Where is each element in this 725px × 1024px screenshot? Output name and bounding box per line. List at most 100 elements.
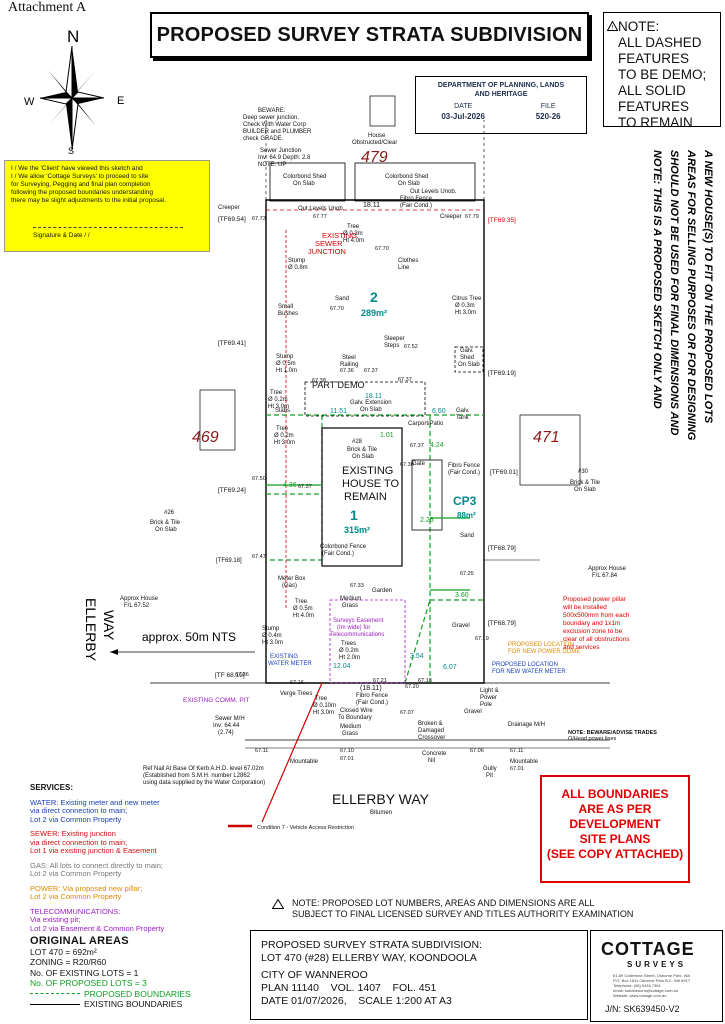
plan-annotation: (Established from S.M.H. number L2862 (143, 773, 251, 779)
plan-annotation: Fibro Fence (448, 463, 481, 469)
note-line: ALL DASHED (618, 35, 702, 50)
dept-title: AND HERITAGE (474, 91, 528, 98)
plan-annotation: Bushes (278, 311, 298, 317)
dept-file: 520-26 (535, 112, 561, 121)
note-line: ALL SOLID (618, 83, 686, 98)
plan-annotation: Meter Box (278, 576, 305, 582)
plan-annotation: 67.07 (400, 710, 414, 716)
plan-annotation: Crossover (418, 735, 445, 741)
existing-water-meter: EXISTING (270, 654, 298, 660)
dimension-arrows (266, 484, 470, 591)
original-areas: ORIGINAL AREAS LOT 470 = 692m² ZONING = … (30, 936, 191, 1010)
dept-date-label: DATE (454, 103, 473, 110)
plan-annotation: Sewer Junction (260, 148, 301, 154)
plan-annotation: 67.52 (404, 344, 418, 350)
plan-annotation: Tank (456, 415, 470, 421)
plan-annotation: [TF68.79] (488, 545, 516, 552)
plan-annotation: Trees (341, 641, 356, 647)
plan-annotation: On Slab (398, 181, 420, 187)
surveys-easement-label: Surveys Easement (333, 618, 384, 624)
plan-annotation: BUILDER and PLUMBER (243, 129, 312, 135)
plan-annotation: Sand (335, 296, 349, 302)
plan-annotation: WATER METER (268, 661, 312, 667)
part-demo-label: PART DEMO (312, 380, 365, 390)
company-address: 61-89 Cutlerman Street, Osborne Park, WA… (613, 973, 691, 998)
plan-annotation: [TF69.35] (488, 217, 516, 224)
plan-annotation: #26 (164, 510, 175, 516)
plan-annotation: NOTE: UP (258, 162, 286, 168)
plan-annotation: Fibro Fence (356, 693, 389, 699)
lot-1-area: 315m² (344, 525, 370, 535)
legend-existing: EXISTING BOUNDARIES (84, 999, 183, 1009)
folio: FOL. 451 (392, 982, 437, 994)
signature-date-field[interactable]: Signature & Date / / (33, 232, 90, 239)
plan-annotation: (Fair Cond.) (400, 203, 432, 209)
part-demo-area (304, 381, 426, 417)
plan-annotation: 67.37 (298, 484, 312, 490)
plan-annotation: House (368, 133, 386, 139)
plan-annotation: SEWER (315, 239, 343, 248)
plan-annotation: O/Head power lines (568, 736, 617, 742)
legend-proposed: PROPOSED BOUNDARIES (84, 988, 191, 999)
plan-annotation: 67.16 (290, 680, 304, 686)
plan-annotation: [TF68.79] (488, 620, 516, 627)
plan-annotation: Tree (347, 224, 360, 230)
plan-annotation: Railing (340, 362, 358, 368)
plan-annotation: Ht 3.0m (313, 710, 334, 716)
plan-annotation: 12.04 (333, 663, 351, 670)
plan-annotation: FOR NEW WATER METER (492, 669, 566, 675)
plan-annotation: Ø 0.2m (268, 397, 288, 403)
plan-annotation: Broken & (418, 721, 443, 727)
plan-annotation: 67.79 (465, 214, 479, 220)
plan-annotation: 67.70 (330, 306, 344, 312)
plan-annotation: Gravel (464, 709, 482, 715)
existing-lots-count: No. OF EXISTING LOTS = 1 (30, 967, 139, 978)
plan-annotation: Check With Water Corp (243, 122, 306, 128)
service-gas: GAS: All lots to connect directly to mai… (30, 860, 163, 878)
plan-annotation: On Slab (293, 181, 315, 187)
lot-2-number: 2 (370, 289, 378, 305)
services-title: SERVICES: (30, 783, 73, 792)
plan-annotation: Medium (340, 724, 361, 730)
plan-annotation: 4.24 (430, 442, 444, 449)
services-list: SERVICES: WATER: Existing meter and new … (30, 783, 230, 939)
existing-house-outline (321, 427, 403, 567)
plan-annotation: Ø 0.3m (455, 303, 475, 309)
note-line: TO REMAIN (618, 115, 693, 130)
title-block-line: PROPOSED SURVEY STRATA SUBDIVISION: (261, 939, 482, 951)
plan-annotation: Verge Trees (280, 691, 312, 697)
council: CITY OF WANNEROO (261, 969, 368, 981)
plan-annotation: (Fair Cond.) (448, 470, 480, 476)
plan-annotation: Tree (295, 599, 308, 605)
plan-annotation: [TF69.19] (488, 370, 516, 377)
plan-annotation: Stump (262, 626, 280, 632)
plan-annotation: 3.54 (410, 653, 424, 660)
plan-annotation: 6.07 (443, 664, 457, 671)
plan-annotation: On Slab (352, 454, 374, 460)
client-approval-note: I / We the 'Client' have viewed this ske… (4, 160, 210, 252)
plan-annotation: Ht 2.0m (339, 655, 360, 661)
plan-annotation: Gully (483, 766, 497, 772)
plan-annotation: Ø 0.10m (313, 703, 336, 709)
plan-annotation: Galv. Extension (350, 400, 392, 406)
company-name: COTTAGE (601, 939, 695, 959)
plan-annotation: Ht 3.0m (455, 310, 476, 316)
compass-rose-icon: N S E W (24, 27, 124, 155)
lot-2-area: 289m² (361, 308, 387, 318)
plan-annotation: Galv. (460, 348, 474, 354)
plan-annotation: (Fair Cond.) (356, 700, 388, 706)
plan-annotation: 67.30 (400, 462, 414, 468)
attachment-label: Attachment A (8, 0, 87, 15)
plan-annotation: Gravel (452, 623, 470, 629)
plan-annotation: Approx House (120, 596, 159, 602)
plan-annotation: [TF69.18] (216, 558, 242, 564)
page-title: PROPOSED SURVEY STRATA SUBDIVISION (150, 12, 589, 58)
plan-annotation: To Boundary (338, 715, 372, 721)
plan-date: DATE 01/07/2026, (261, 995, 347, 1007)
neighbour-house-479 (369, 95, 396, 127)
plan-annotation: Telecommunications (330, 632, 384, 638)
